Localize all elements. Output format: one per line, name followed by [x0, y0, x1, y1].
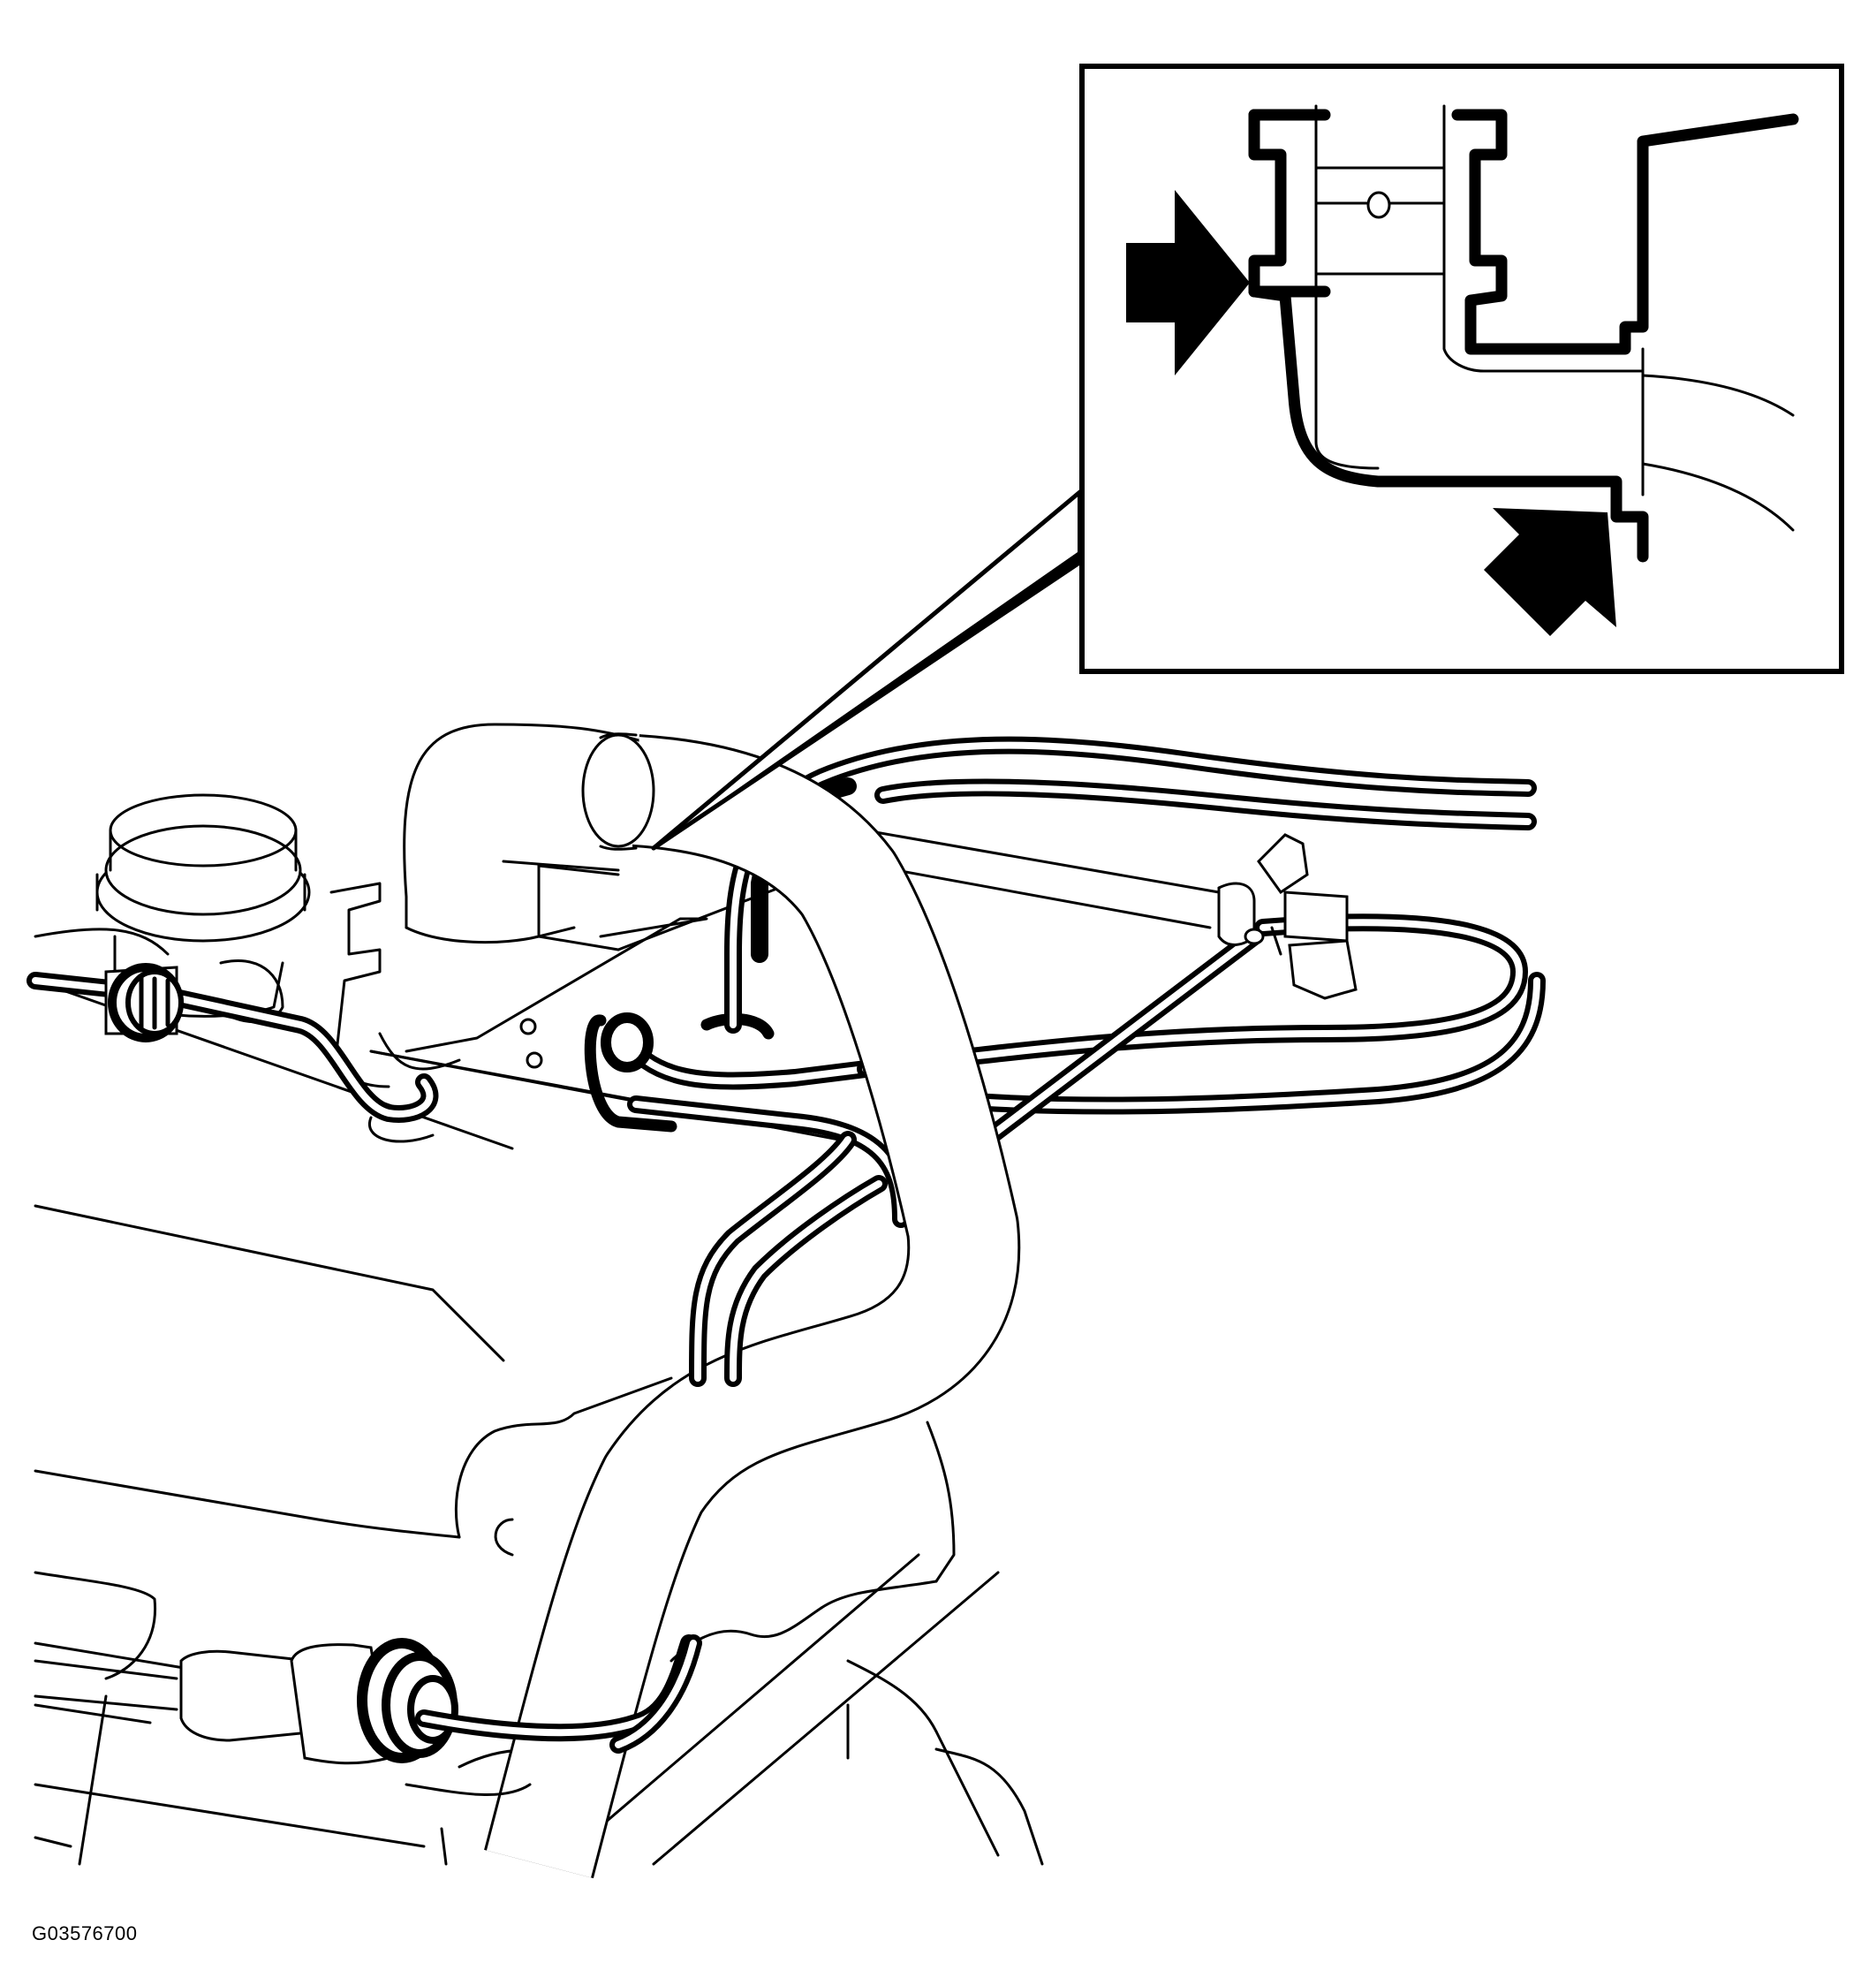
inset-arrow-lower-icon	[1484, 508, 1616, 636]
hose-clip-bracket	[1217, 833, 1358, 1000]
detail-inset-content	[1126, 104, 1799, 636]
figure-id-label: G03576700	[32, 1922, 138, 1944]
left-fuel-line	[26, 972, 439, 1143]
vacuum-line-vertical	[689, 1131, 888, 1387]
inset-arrow-left-icon	[1126, 190, 1250, 375]
diagonal-brace	[954, 928, 1263, 1166]
left-hose-fitting	[104, 963, 184, 1042]
detail-inset-box	[1079, 64, 1844, 674]
lower-hose-fitting	[34, 1634, 702, 1796]
intake-air-hose	[484, 732, 1021, 1879]
callout-leader	[651, 488, 1085, 851]
